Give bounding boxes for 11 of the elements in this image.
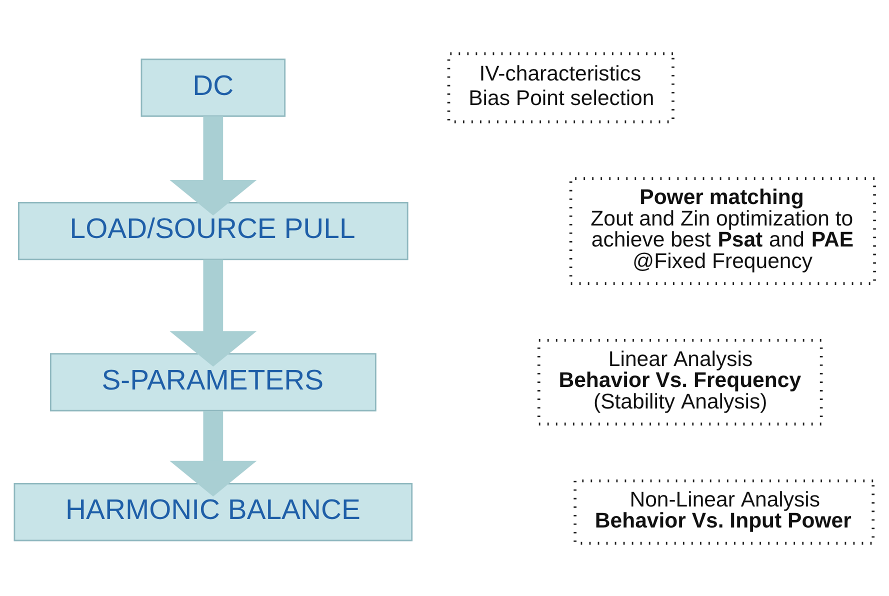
arrow xyxy=(170,116,257,215)
node-box: DC xyxy=(140,58,286,116)
node-box: IV-characteristics Bias Point selection xyxy=(447,52,674,123)
node-box: Linear Analysis Behavior Vs. Frequency (Stability Analysis) xyxy=(537,338,823,426)
node-box: S-PARAMETERS xyxy=(50,352,376,411)
node-box: LOAD/SOURCE PULL xyxy=(18,201,408,260)
arrow xyxy=(170,410,257,496)
node-box: Power matching Zout and Zin optimization to achieve best Psat and PAE @Fixed Frequency xyxy=(569,176,876,285)
arrow xyxy=(170,259,257,366)
node-box: HARMONIC BALANCE xyxy=(14,482,413,541)
node-box: Non-Linear Analysis Behavior Vs. Input Power xyxy=(574,478,875,544)
